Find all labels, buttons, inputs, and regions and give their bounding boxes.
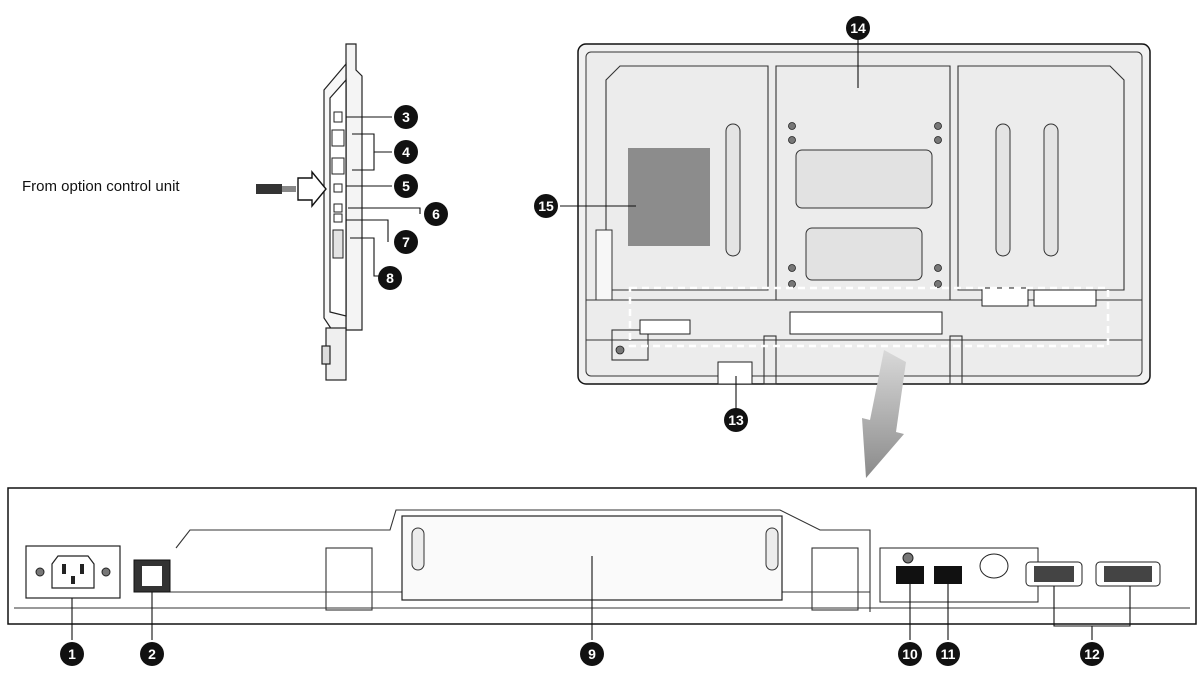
rear-view	[577, 43, 1151, 385]
callout-number-3: 3	[402, 109, 410, 125]
callout-number-10: 10	[902, 646, 918, 662]
callout-badge-1	[60, 642, 84, 666]
side-view	[321, 43, 421, 381]
callout-badge-9	[580, 642, 604, 666]
callout-number-6: 6	[432, 206, 440, 222]
callout-badge-8	[378, 266, 402, 290]
terminal-panel-zoom	[7, 30, 1197, 640]
callout-number-5: 5	[402, 178, 410, 194]
callout-number-9: 9	[588, 646, 596, 662]
callout-badge-4	[394, 140, 418, 164]
callout-badge-2	[140, 642, 164, 666]
option-control-plug	[256, 170, 327, 208]
callout-badge-10	[898, 642, 922, 666]
callout-number-13: 13	[728, 412, 744, 428]
callout-number-4: 4	[402, 144, 410, 160]
callout-number-7: 7	[402, 234, 410, 250]
callout-number-14: 14	[850, 20, 866, 36]
callout-badge-14	[846, 16, 870, 40]
callout-badge-6	[424, 202, 448, 226]
callout-number-8: 8	[386, 270, 394, 286]
callout-number-15: 15	[538, 198, 554, 214]
callout-number-11: 11	[941, 646, 956, 662]
callout-badge-7	[394, 230, 418, 254]
callout-badge-11	[936, 642, 960, 666]
option-control-caption: From option control unit	[22, 178, 180, 195]
callout-badge-12	[1080, 642, 1104, 666]
callout-badge-3	[394, 105, 418, 129]
callout-badge-5	[394, 174, 418, 198]
callout-number-1: 1	[68, 646, 76, 662]
callout-badge-15	[534, 194, 558, 218]
zoom-arrow	[862, 350, 906, 478]
callout-badge-13	[724, 408, 748, 432]
callout-number-2: 2	[148, 646, 156, 662]
callout-number-12: 12	[1084, 646, 1100, 662]
